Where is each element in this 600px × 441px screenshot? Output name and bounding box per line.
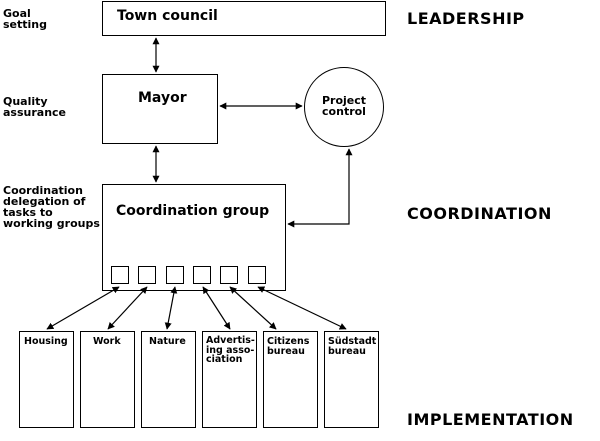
town-council-box: Town council [102, 1, 386, 36]
connector-slot [166, 266, 184, 284]
coordination-group-label: Coordination group [116, 203, 270, 219]
arrow-slot-citizens [229, 286, 277, 330]
connector-slot [138, 266, 156, 284]
working-group-sudstadt-bureau: Südstadt bureau [324, 331, 379, 428]
working-group-citizens-bureau: Citizens bureau [263, 331, 318, 428]
arrow-slot-work [107, 286, 148, 330]
connector-slot [248, 266, 266, 284]
arrow-slot-sudstadt [257, 286, 347, 330]
working-group-label: Citizens bureau [267, 336, 310, 357]
arrow-slot-advertising [202, 286, 231, 330]
working-group-advertising: Advertis- ing asso- ciation [202, 331, 257, 428]
side-label-goal-setting: Goal setting [3, 7, 47, 31]
connector-slot [193, 266, 211, 284]
working-group-label: Südstadt bureau [328, 336, 377, 357]
side-label-coordination: Coordination delegation of tasks to work… [3, 184, 100, 230]
working-group-label: Work [93, 336, 121, 347]
mayor-box: Mayor [102, 74, 218, 144]
town-council-label: Town council [117, 8, 218, 24]
working-group-nature: Nature [141, 331, 196, 428]
working-group-housing: Housing [19, 331, 74, 428]
level-coordination: COORDINATION [407, 204, 552, 223]
arrow-coordination-project-control [287, 148, 353, 228]
working-group-work: Work [80, 331, 135, 428]
project-control-circle: Project control [304, 67, 384, 147]
connector-slot [111, 266, 129, 284]
working-group-label: Advertis- ing asso- ciation [206, 335, 255, 365]
working-group-label: Housing [24, 336, 68, 347]
arrow-slot-nature [164, 286, 178, 330]
project-control-label: Project control [321, 94, 367, 118]
level-leadership: LEADERSHIP [407, 9, 525, 28]
connector-slot [220, 266, 238, 284]
working-group-label: Nature [149, 336, 186, 347]
level-implementation: IMPLEMENTATION [407, 410, 574, 429]
mayor-label: Mayor [138, 90, 187, 106]
side-label-quality-assurance: Quality assurance [3, 95, 67, 119]
arrow-slot-housing [46, 286, 120, 330]
